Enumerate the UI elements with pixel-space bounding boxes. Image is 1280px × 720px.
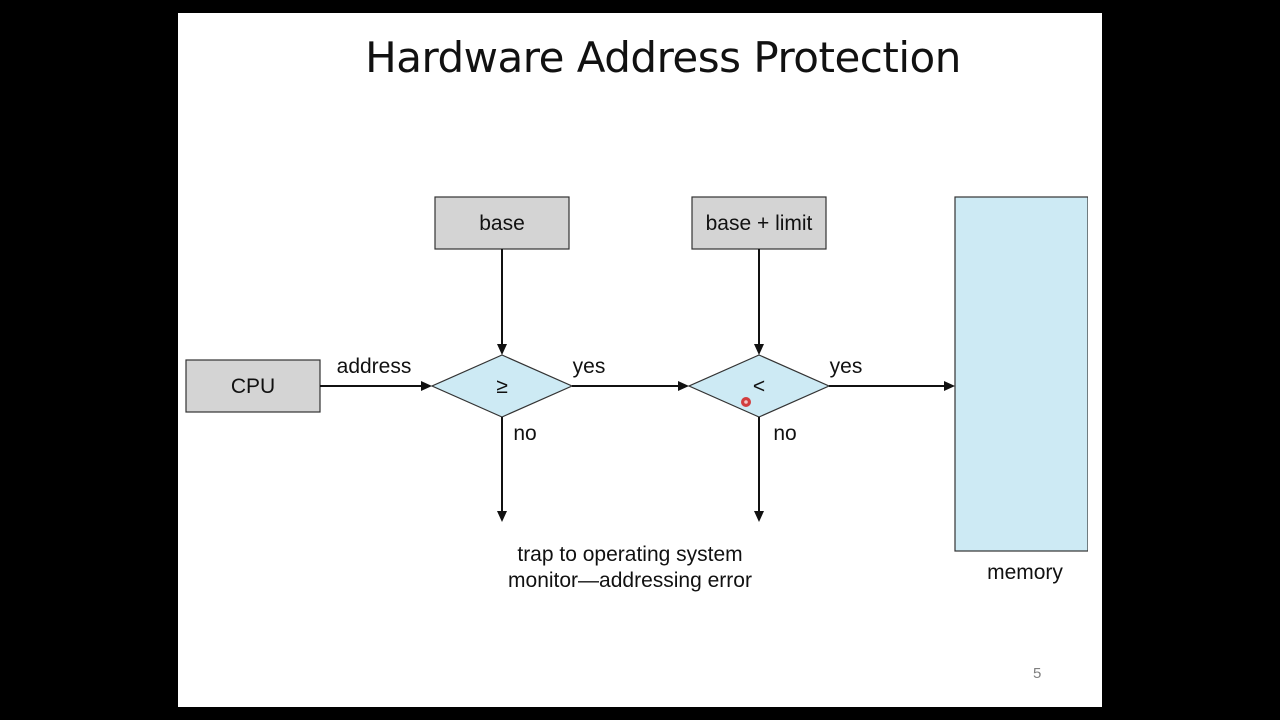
slide-title: Hardware Address Protection bbox=[365, 33, 961, 82]
trap-text-line-2: monitor—addressing error bbox=[508, 569, 752, 592]
base-arrowhead bbox=[497, 344, 507, 355]
compare-ge-symbol: ≥ bbox=[496, 375, 508, 398]
no-arrowhead-2 bbox=[754, 511, 764, 522]
yes-arrowhead-1 bbox=[678, 381, 689, 391]
base-limit-arrowhead bbox=[754, 344, 764, 355]
no-label-2: no bbox=[773, 422, 796, 445]
base-limit-box bbox=[691, 196, 827, 250]
cpu-label: CPU bbox=[231, 375, 275, 398]
address-arrowhead bbox=[421, 381, 432, 391]
base-limit-label: base + limit bbox=[706, 212, 813, 235]
yes-label-2: yes bbox=[830, 355, 863, 378]
pointer-dot-center bbox=[744, 400, 748, 404]
memory-label: memory bbox=[987, 561, 1063, 584]
yes-label-1: yes bbox=[573, 355, 606, 378]
yes-arrowhead-2 bbox=[944, 381, 955, 391]
address-label: address bbox=[337, 355, 412, 378]
base-label: base bbox=[479, 212, 525, 235]
cpu-box bbox=[185, 359, 321, 413]
no-arrowhead-1 bbox=[497, 511, 507, 522]
trap-text-line-1: trap to operating system bbox=[517, 543, 742, 566]
memory-right-edge-mask bbox=[1088, 196, 1102, 552]
compare-lt-symbol: < bbox=[753, 375, 765, 398]
slide-number: 5 bbox=[1033, 665, 1042, 682]
base-box bbox=[434, 196, 570, 250]
no-label-1: no bbox=[513, 422, 536, 445]
memory-block bbox=[954, 196, 1089, 552]
slide: Hardware Address Protection 5 bbox=[178, 13, 1102, 707]
